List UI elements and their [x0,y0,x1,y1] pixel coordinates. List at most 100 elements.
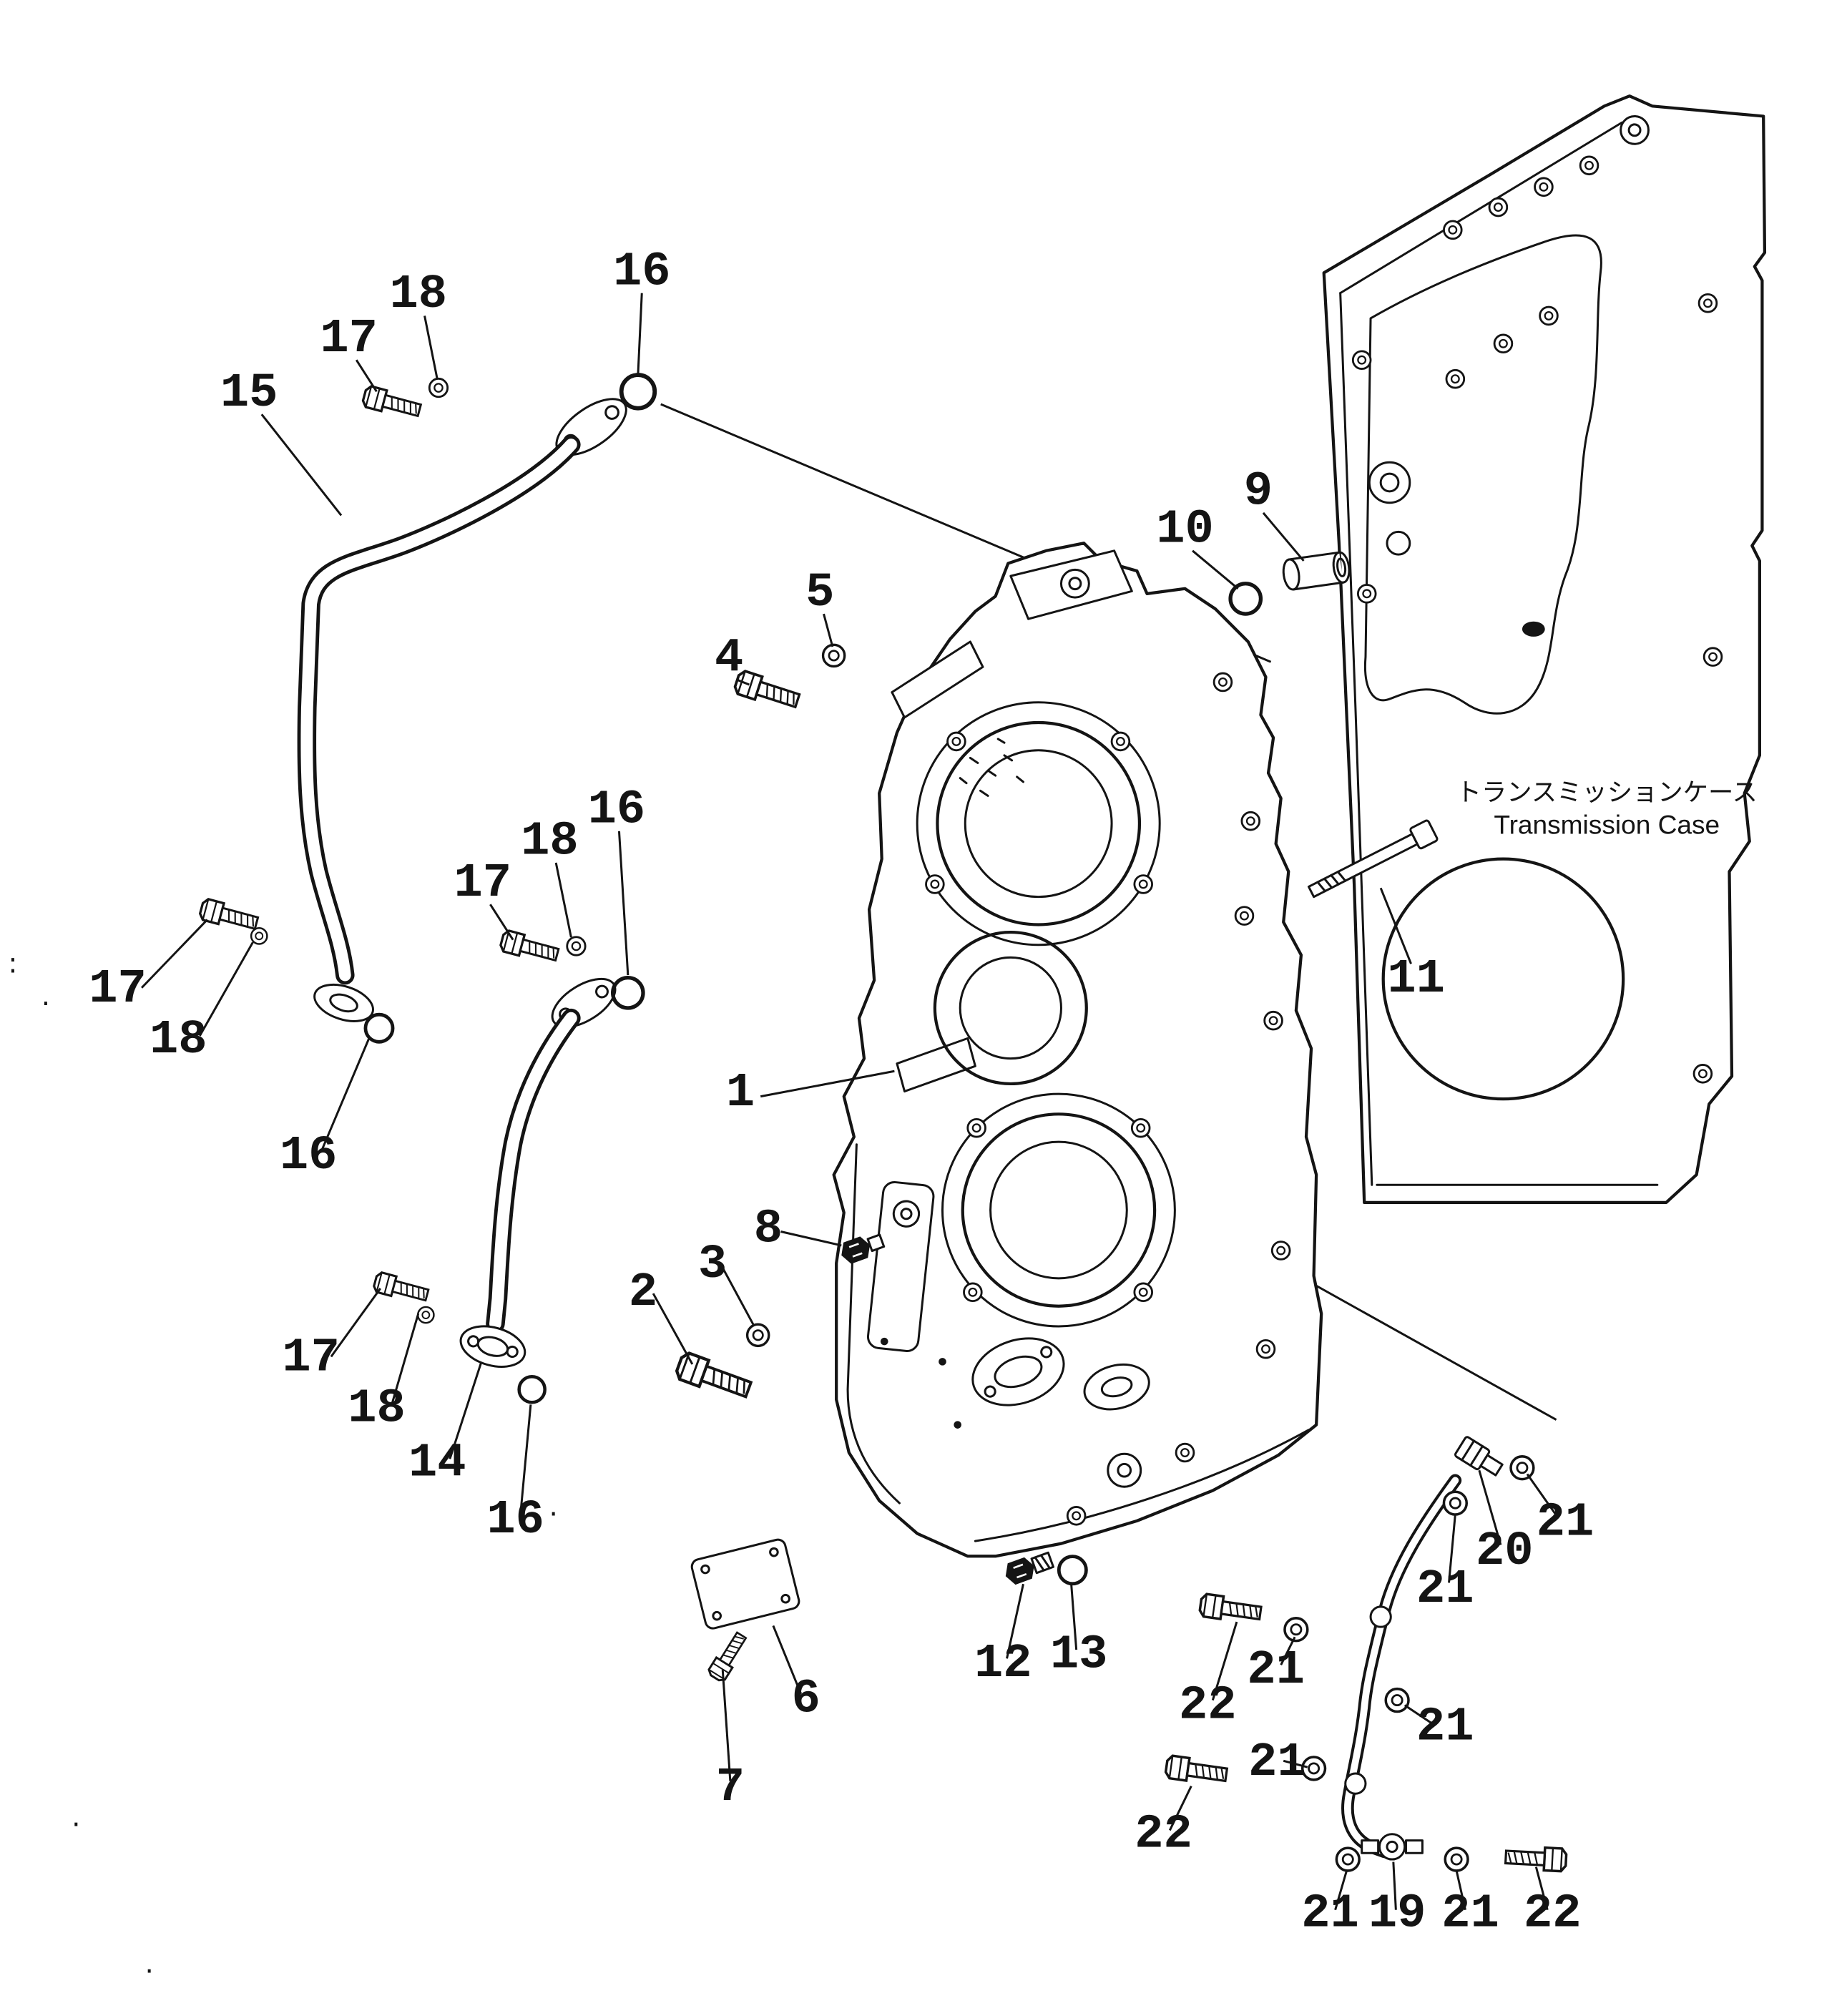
callout-18-1: 18 [389,268,447,322]
upper-wedge-flange [891,640,984,719]
callout-7-32: 7 [716,1761,745,1815]
oil-pipe-upper-15 [297,398,627,1022]
leader-line-21-35 [1334,1870,1348,1911]
leader-line-18-20 [391,1313,420,1405]
callout-21-37: 21 [1441,1887,1499,1942]
case-label-japanese: トランスミッションケース [1456,778,1758,807]
washer-21 [1509,1455,1535,1481]
callout-22-34: 22 [1135,1807,1192,1861]
oring-16 [613,978,643,1008]
leader-line-17-10 [489,904,514,941]
callout-16-15: 16 [280,1129,338,1183]
leader-line-21-31 [1403,1704,1436,1727]
bolt-11 [1307,819,1439,899]
pipe-elbow-flange [459,1325,526,1368]
callout-21-23: 21 [1537,1495,1594,1550]
top-boss [1009,549,1133,620]
bolt-22 [1197,1592,1263,1626]
oring-16 [519,1376,545,1402]
callout-15-3: 15 [220,366,278,421]
leader-line-18-12 [198,941,254,1037]
washer-21 [1384,1687,1410,1713]
leader-line-14-21 [449,1361,483,1459]
bolt-7 [705,1629,751,1684]
fasteners [197,375,1568,1873]
callout-20-24: 20 [1476,1525,1534,1579]
case-label-english: Transmission Case [1494,809,1720,839]
leader-line-8-16 [780,1230,842,1247]
leader-layer [140,293,1559,1911]
leader-line-22-38 [1534,1866,1549,1911]
washer-21 [1283,1617,1309,1643]
case-dark-port [1522,621,1545,637]
scan-artifact-2: · [144,1956,153,1988]
callout-12-26: 12 [974,1637,1032,1691]
leader-line-16-22 [519,1404,532,1514]
case-hole [1488,197,1509,217]
leader-line-17-2 [355,359,378,393]
callout-13-27: 13 [1050,1628,1108,1683]
fitting-20 [1454,1436,1504,1477]
case-hole [1493,333,1514,354]
leader-line-22-34 [1168,1785,1192,1831]
case-main-bore [1381,857,1625,1101]
pipe-junction [1369,1605,1392,1628]
scan-artifact-4: · [72,1809,80,1841]
leader-line-21-25 [1448,1514,1456,1583]
callout-16-22: 16 [486,1493,544,1547]
oval-flange [971,1337,1065,1406]
leader-line-22-28 [1211,1621,1238,1701]
leader-line-1-14 [760,1070,895,1098]
leader-line-17-19 [330,1288,381,1358]
callout-8-16: 8 [754,1203,783,1257]
callout-3-17: 3 [698,1238,727,1292]
bore-top [936,720,1142,926]
drain-port [1107,1452,1142,1488]
washer-18 [250,926,268,945]
bolt-17 [371,1270,431,1306]
cover-plate-6 [690,1538,800,1630]
oil-line-assembly [1341,1436,1504,1861]
washer-3 [745,1323,770,1348]
callout-4-7: 4 [715,632,743,686]
washer-21 [1444,1846,1469,1872]
case-upper-opening [1363,234,1602,715]
case-hole [1356,584,1377,604]
oring-16 [622,375,655,408]
washer-18 [416,1306,435,1324]
case-hole [1539,305,1559,326]
callout-21-25: 21 [1416,1562,1474,1617]
leader-line-12-26 [1006,1583,1024,1659]
bore-middle [933,930,1088,1086]
leader-line-21-37 [1455,1870,1466,1911]
leader-line-20-24 [1478,1469,1502,1545]
leader-line-21-33 [1283,1759,1308,1768]
oval-opening [1083,1364,1150,1411]
washer-21 [1442,1490,1469,1516]
casting-stipple [959,738,1024,797]
scan-artifact-1: · [41,988,50,1020]
case-hole [1692,1064,1713,1084]
callout-16-0: 16 [613,245,671,299]
elbow-fitting-19 [1361,1833,1424,1861]
leader-line-13-27 [1070,1584,1078,1650]
leader-line-4-7 [736,678,750,686]
leader-line-16-8 [617,831,629,976]
transmission-case: トランスミッションケース Transmission Case [1322,94,1767,1205]
leader-line-11-13 [1379,887,1412,964]
bolt-2 [675,1351,753,1403]
scan-artifact-3: · [549,1498,557,1530]
leader-line-17-11 [140,919,208,989]
washer-21 [1335,1846,1361,1872]
bolt-17 [360,383,423,422]
callout-21-31: 21 [1416,1700,1474,1754]
callout-1-14: 1 [726,1066,755,1120]
scan-artifact-0: : [8,948,17,980]
callout-11-13: 11 [1387,952,1445,1007]
washer-18 [428,377,449,398]
case-hole [1697,293,1718,313]
leader-line-19-36 [1392,1861,1397,1910]
pipe-elbow-flange [313,983,374,1022]
